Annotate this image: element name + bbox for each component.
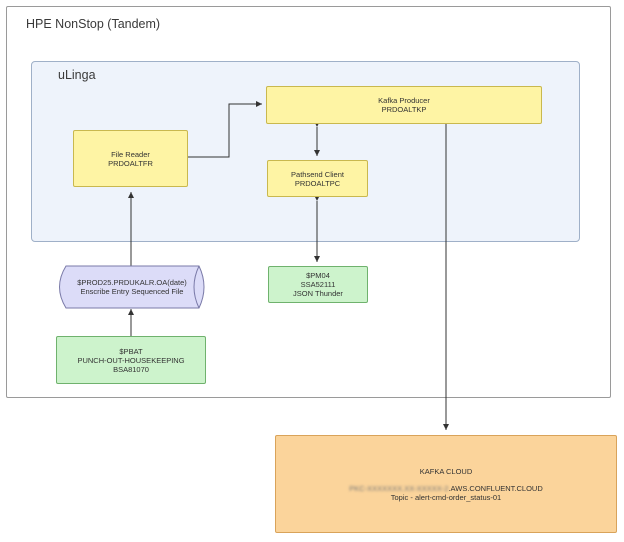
kafka-producer-id: PRDOALTKP <box>381 105 427 114</box>
connector-reader-to-producer <box>188 101 262 158</box>
kafka-cloud-topic: Topic - alert-cmd-order_status-01 <box>390 492 502 502</box>
pathsend-client-label: Pathsend Client <box>291 169 344 179</box>
kafka-cloud-endpoint-redacted: PKC-XXXXXXX.XX-XXXXX-2 <box>349 483 449 493</box>
enscribe-file-node: $PROD25.PRDUKALR.OA(date) Enscribe Entry… <box>62 266 202 308</box>
file-reader-id: PRDOALTFR <box>108 158 153 168</box>
pm04-name: $PM04 <box>306 271 330 280</box>
kafka-producer-label: Kafka Producer <box>378 96 430 105</box>
file-reader-node: File Reader PRDOALTFR <box>73 130 188 187</box>
kafka-cloud-endpoint-domain: .AWS.CONFLUENT.CLOUD <box>448 483 543 493</box>
pm04-node: $PM04 SSA52111 JSON Thunder <box>268 266 368 303</box>
file-reader-label: File Reader <box>111 149 150 159</box>
pathsend-client-node: Pathsend Client PRDOALTPC <box>267 160 368 197</box>
outer-frame-title: HPE NonStop (Tandem) <box>26 17 161 31</box>
kafka-producer-node: Kafka Producer PRDOALTKP <box>266 86 542 124</box>
enscribe-file-path: $PROD25.PRDUKALR.OA(date) <box>77 278 187 287</box>
pathsend-client-id: PRDOALTPC <box>294 178 341 188</box>
enscribe-file-type: Enscribe Entry Sequenced File <box>80 287 184 296</box>
pbat-name: $PBAT <box>119 346 143 356</box>
kafka-cloud-title: KAFKA CLOUD <box>419 466 473 476</box>
pbat-id: BSA81070 <box>113 364 149 374</box>
pbat-desc: PUNCH-OUT-HOUSEKEEPING <box>77 355 185 365</box>
pm04-desc: JSON Thunder <box>293 289 343 298</box>
ulinga-region-title: uLinga <box>58 68 96 82</box>
pbat-node: $PBAT PUNCH-OUT-HOUSEKEEPING BSA81070 <box>56 336 206 384</box>
kafka-cloud-node: KAFKA CLOUD PKC-XXXXXXX.XX-XXXXX-2.AWS.C… <box>275 435 617 533</box>
kafka-cloud-endpoint: PKC-XXXXXXX.XX-XXXXX-2.AWS.CONFLUENT.CLO… <box>349 484 543 493</box>
pm04-id: SSA52111 <box>300 280 336 289</box>
